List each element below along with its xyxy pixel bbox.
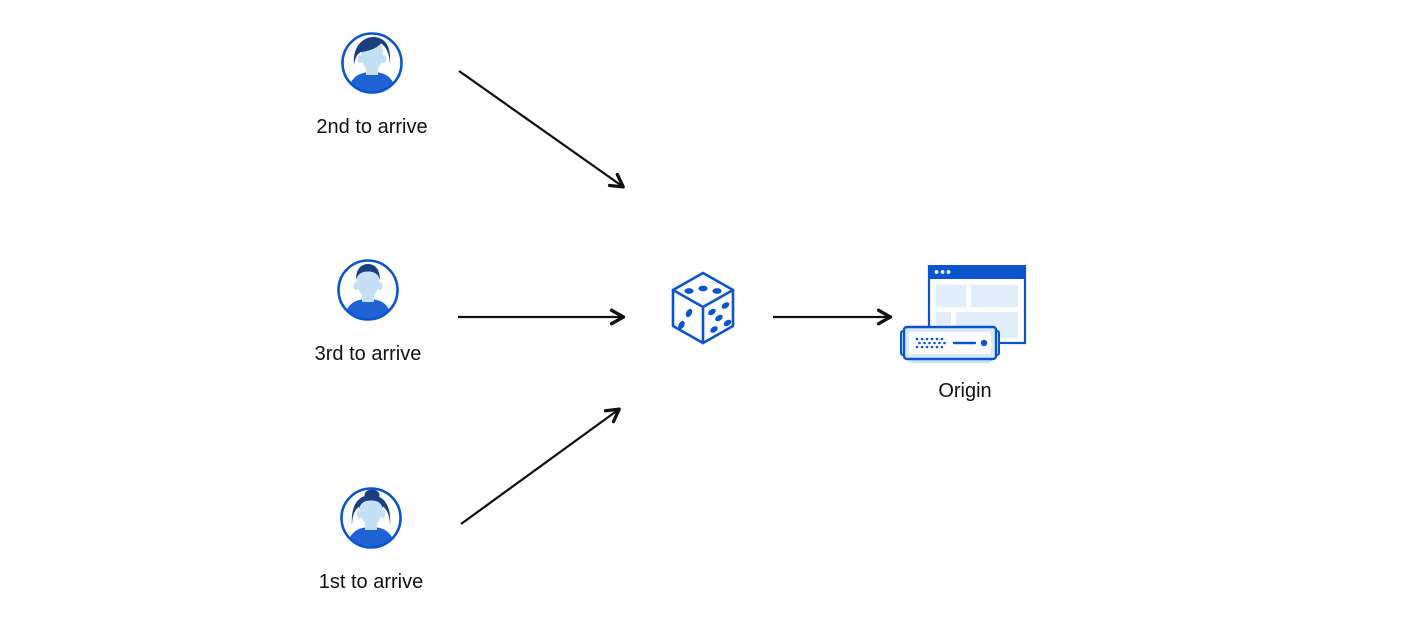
node-dice	[669, 270, 737, 346]
server-icon	[900, 325, 1000, 363]
node-label-user-third: 3rd to arrive	[314, 343, 422, 365]
male-avatar-swept-hair-icon	[341, 32, 403, 94]
edge-arrow-user-first-to-dice	[460, 407, 621, 525]
origin-server-icon	[900, 265, 1027, 363]
dice-icon	[671, 271, 735, 345]
node-user-third: 3rd to arrive	[288, 258, 448, 366]
node-label-origin: Origin	[938, 380, 992, 402]
female-avatar-bun-icon	[340, 487, 402, 549]
male-avatar-crew-cut-icon	[337, 259, 399, 321]
node-user-second: 2nd to arrive	[292, 31, 452, 139]
node-label-user-second: 2nd to arrive	[316, 116, 428, 138]
node-origin: Origin	[900, 265, 1030, 403]
node-user-first: 1st to arrive	[291, 486, 451, 594]
edge-arrow-user-second-to-dice	[458, 70, 625, 189]
node-label-user-first: 1st to arrive	[318, 571, 424, 593]
